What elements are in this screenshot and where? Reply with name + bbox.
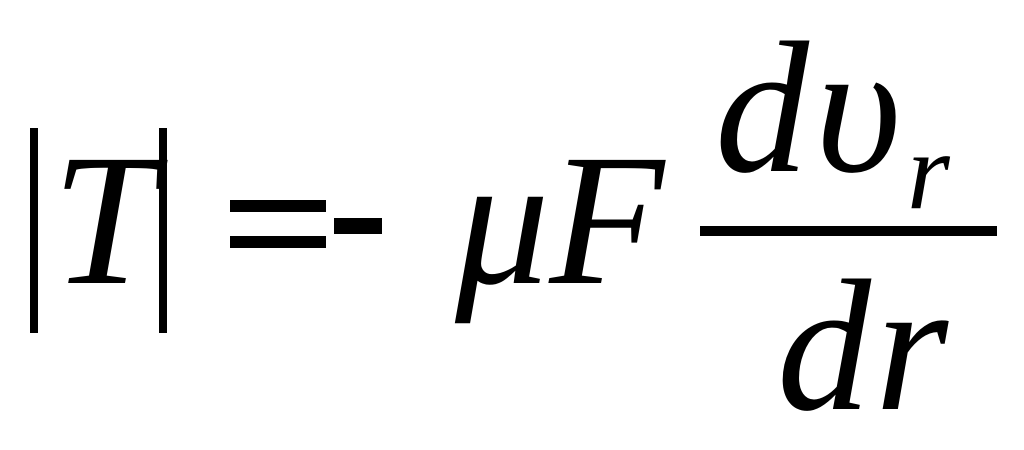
absolute-value-right-bar <box>159 128 167 333</box>
coefficient-mu-f: μF <box>455 115 665 324</box>
fraction-denominator: dr <box>777 241 953 450</box>
fraction-numerator: dυ <box>715 3 908 212</box>
equals-top-line <box>230 200 326 212</box>
equals-sign <box>230 200 326 256</box>
minus-sign <box>334 218 382 234</box>
absolute-value-left-bar <box>30 128 38 333</box>
numerator-subscript: r <box>907 110 950 232</box>
variable-t: T <box>52 115 157 324</box>
equals-bottom-line <box>230 236 326 248</box>
fraction-bar <box>700 226 997 236</box>
formula: T μF dυ r dr <box>30 3 997 450</box>
